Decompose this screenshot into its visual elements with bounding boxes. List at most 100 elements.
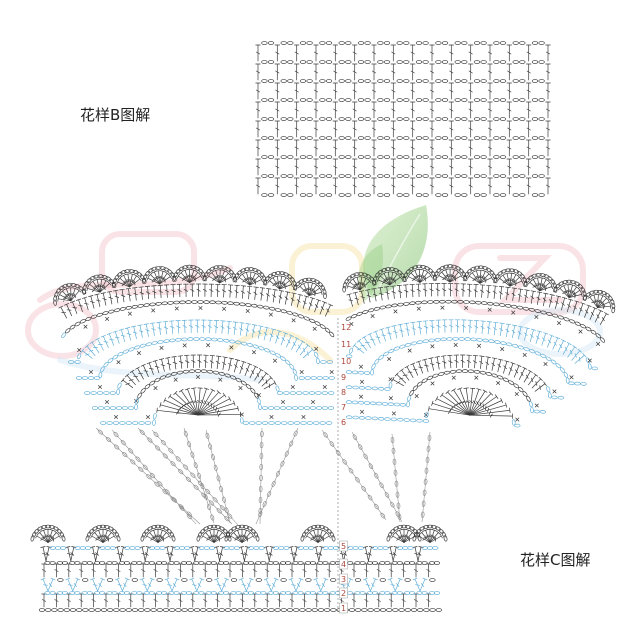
double-crochet-stitch (171, 577, 180, 592)
chain-stitch (227, 301, 234, 306)
chain-stitch (433, 271, 439, 277)
single-crochet-stitch (314, 346, 319, 351)
chain-stitch (160, 561, 168, 565)
chain-stitch (190, 472, 196, 478)
chain-stitch (287, 41, 294, 45)
chain-stitch (403, 117, 410, 121)
chain-stitch (462, 275, 467, 282)
double-crochet-stitch (203, 354, 209, 369)
double-crochet-stitch (389, 274, 403, 286)
chain-stitch (421, 300, 428, 305)
chain-stitch (346, 275, 352, 281)
double-crochet-stitch (72, 577, 81, 592)
double-crochet-stitch (454, 319, 461, 333)
chain-stitch (499, 193, 507, 197)
chain-stitch (550, 278, 556, 285)
chain-stitch (345, 370, 353, 374)
chain-stitch (454, 98, 461, 102)
double-crochet-stitch (352, 44, 358, 62)
chain-stitch (280, 174, 287, 178)
chain-stitch (217, 561, 225, 565)
chain-stitch (535, 272, 542, 277)
chain-stitch (319, 421, 326, 425)
double-crochet-stitch (295, 577, 304, 592)
chain-stitch (512, 41, 519, 45)
chain-stitch (415, 98, 423, 102)
chain-stitch (106, 561, 113, 565)
double-crochet-stitch (137, 324, 144, 338)
double-crochet-stitch (390, 63, 396, 81)
chain-stitch (409, 418, 417, 423)
chain-stitch (203, 300, 210, 304)
chain-stitch (441, 174, 449, 178)
double-crochet-stitch (530, 290, 536, 304)
chain-stitch (371, 591, 379, 595)
double-crochet-stitch (40, 577, 49, 592)
double-crochet-stitch (159, 271, 170, 285)
double-crochet-stitch (352, 120, 358, 138)
chain-stitch (514, 423, 521, 428)
chain-stitch (451, 264, 458, 269)
chain-stitch (326, 360, 333, 364)
chain-stitch (181, 608, 188, 612)
chain-stitch (287, 155, 294, 159)
double-crochet-stitch (467, 319, 473, 334)
chain-stitch (329, 331, 335, 338)
double-crochet-stitch (445, 390, 471, 416)
chain-stitch (287, 79, 294, 83)
double-crochet-stitch (90, 563, 97, 578)
double-crochet-stitch (415, 283, 422, 297)
chain-stitch (179, 300, 186, 305)
chain-stitch (323, 292, 327, 299)
double-crochet-stitch (90, 533, 104, 543)
chain-stitch (70, 283, 77, 287)
chain-stitch (267, 136, 275, 140)
double-crochet-stitch (506, 63, 512, 81)
double-crochet-stitch (84, 344, 96, 356)
double-crochet-stitch (354, 276, 361, 291)
chain-stitch (530, 406, 534, 414)
double-crochet-stitch (279, 278, 292, 290)
double-crochet-stitch (348, 279, 361, 291)
chain-stitch (178, 266, 185, 272)
double-crochet-stitch (270, 276, 280, 290)
double-crochet-stitch (129, 274, 139, 288)
chain-stitch (499, 136, 507, 140)
double-crochet-stitch (513, 364, 522, 378)
single-crochet-stitch (151, 308, 156, 313)
double-crochet-stitch (371, 82, 377, 100)
double-crochet-stitch (284, 291, 291, 305)
double-crochet-stitch (195, 283, 202, 297)
chain-stitch (108, 526, 114, 531)
chain-stitch (402, 546, 409, 550)
double-crochet-stitch (139, 577, 148, 592)
double-crochet-stitch (442, 319, 448, 333)
chain-stitch (325, 193, 333, 197)
single-crochet-stitch (218, 377, 223, 382)
chain-stitch (224, 516, 230, 522)
double-crochet-stitch (434, 356, 441, 370)
chain-stitch (570, 280, 577, 285)
double-crochet-stitch (214, 546, 221, 562)
double-crochet-stitch (125, 373, 136, 386)
chain-stitch (57, 578, 64, 582)
double-crochet-stitch (539, 280, 552, 292)
chain-stitch (441, 79, 449, 83)
chain-stitch (289, 363, 295, 370)
double-crochet-stitch (289, 593, 295, 608)
chain-stitch (396, 174, 403, 178)
single-crochet-stitch (578, 329, 583, 334)
chain-stitch (143, 303, 150, 307)
double-crochet-stitch (498, 286, 505, 300)
chain-stitch (427, 300, 434, 304)
chain-stitch (113, 608, 120, 612)
chain-stitch (345, 60, 352, 64)
single-crochet-stitch (301, 414, 306, 420)
double-crochet-stitch (385, 326, 392, 340)
chain-stitch (131, 561, 138, 565)
chain-stitch (358, 385, 366, 390)
chain-stitch (356, 311, 363, 316)
chain-stitch (223, 546, 230, 550)
double-crochet-stitch (390, 285, 396, 299)
chain-stitch (396, 591, 403, 595)
